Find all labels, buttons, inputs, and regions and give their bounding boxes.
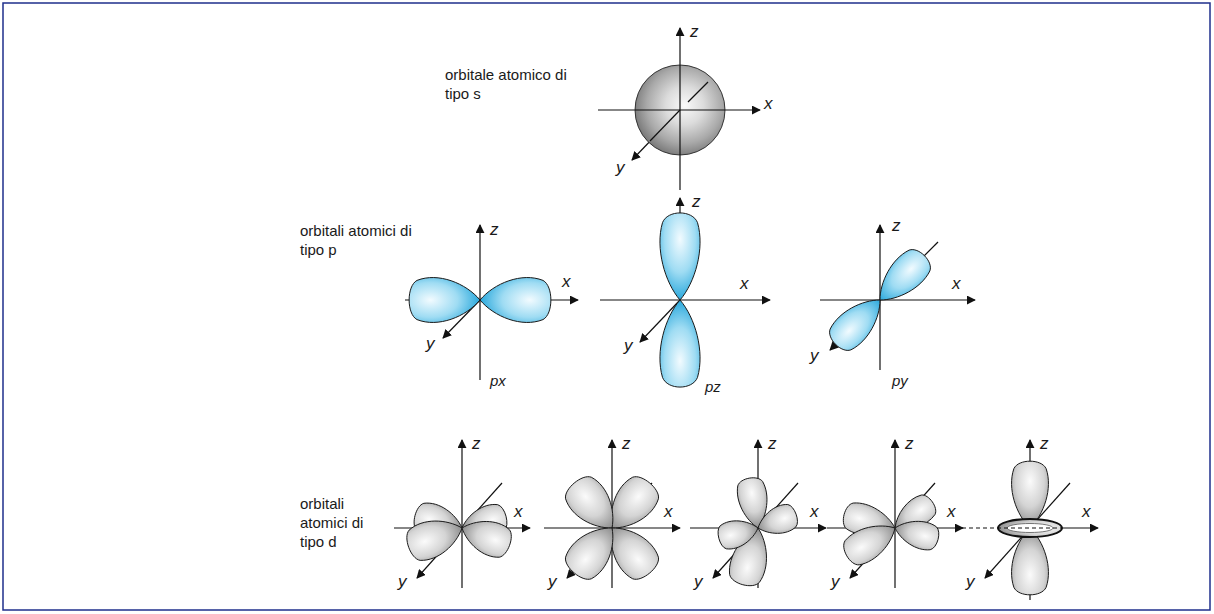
axis-label: z xyxy=(892,216,901,236)
d-orbital-3 xyxy=(715,476,800,590)
axis-label: y xyxy=(810,346,819,366)
orbital-name: px xyxy=(490,372,506,389)
axis-label: x xyxy=(514,502,523,522)
axis-label: z xyxy=(622,434,631,454)
axis-label: z xyxy=(1040,434,1049,454)
px-orbital xyxy=(409,278,551,323)
axis-label: x xyxy=(764,94,773,114)
axis-label: z xyxy=(692,192,701,212)
axis-label: z xyxy=(905,434,914,454)
orbital-group-label: orbitali atomici di tipo p xyxy=(300,222,440,260)
axis-label: x xyxy=(1082,502,1091,522)
d-orbital-2 xyxy=(560,471,665,586)
axis-label: z xyxy=(690,22,699,42)
orbital-name: pz xyxy=(705,378,721,395)
axis-label: y xyxy=(624,336,633,356)
axis-label: x xyxy=(952,274,961,294)
d-orbital-4 xyxy=(839,491,942,570)
axis-label: y xyxy=(398,572,407,592)
d-orbital-5 xyxy=(962,461,1062,595)
axis-label: y xyxy=(831,572,840,592)
axis-label: x xyxy=(810,502,819,522)
axis-label: z xyxy=(768,434,777,454)
s-orbital xyxy=(635,65,725,155)
axis-label: y xyxy=(548,572,557,592)
frame xyxy=(3,3,1210,610)
axis-label: y xyxy=(694,572,703,592)
orbital-name: py xyxy=(892,372,908,389)
d-orbital-1 xyxy=(402,500,515,565)
orbital-group-label: orbitali atomici di tipo d xyxy=(300,495,375,551)
pz-orbital xyxy=(660,213,700,387)
axis-label: x xyxy=(740,274,749,294)
axis-label: x xyxy=(947,502,956,522)
axis-label: y xyxy=(616,158,625,178)
axis-label: x xyxy=(664,502,673,522)
axis-label: z xyxy=(490,220,499,240)
axis-label: x xyxy=(562,272,571,292)
axis-label: z xyxy=(472,434,481,454)
orbital-group-label: orbitale atomico di tipo s xyxy=(445,66,585,104)
axis-label: y xyxy=(966,572,975,592)
py-orbital xyxy=(824,244,937,357)
axis-label: y xyxy=(426,334,435,354)
